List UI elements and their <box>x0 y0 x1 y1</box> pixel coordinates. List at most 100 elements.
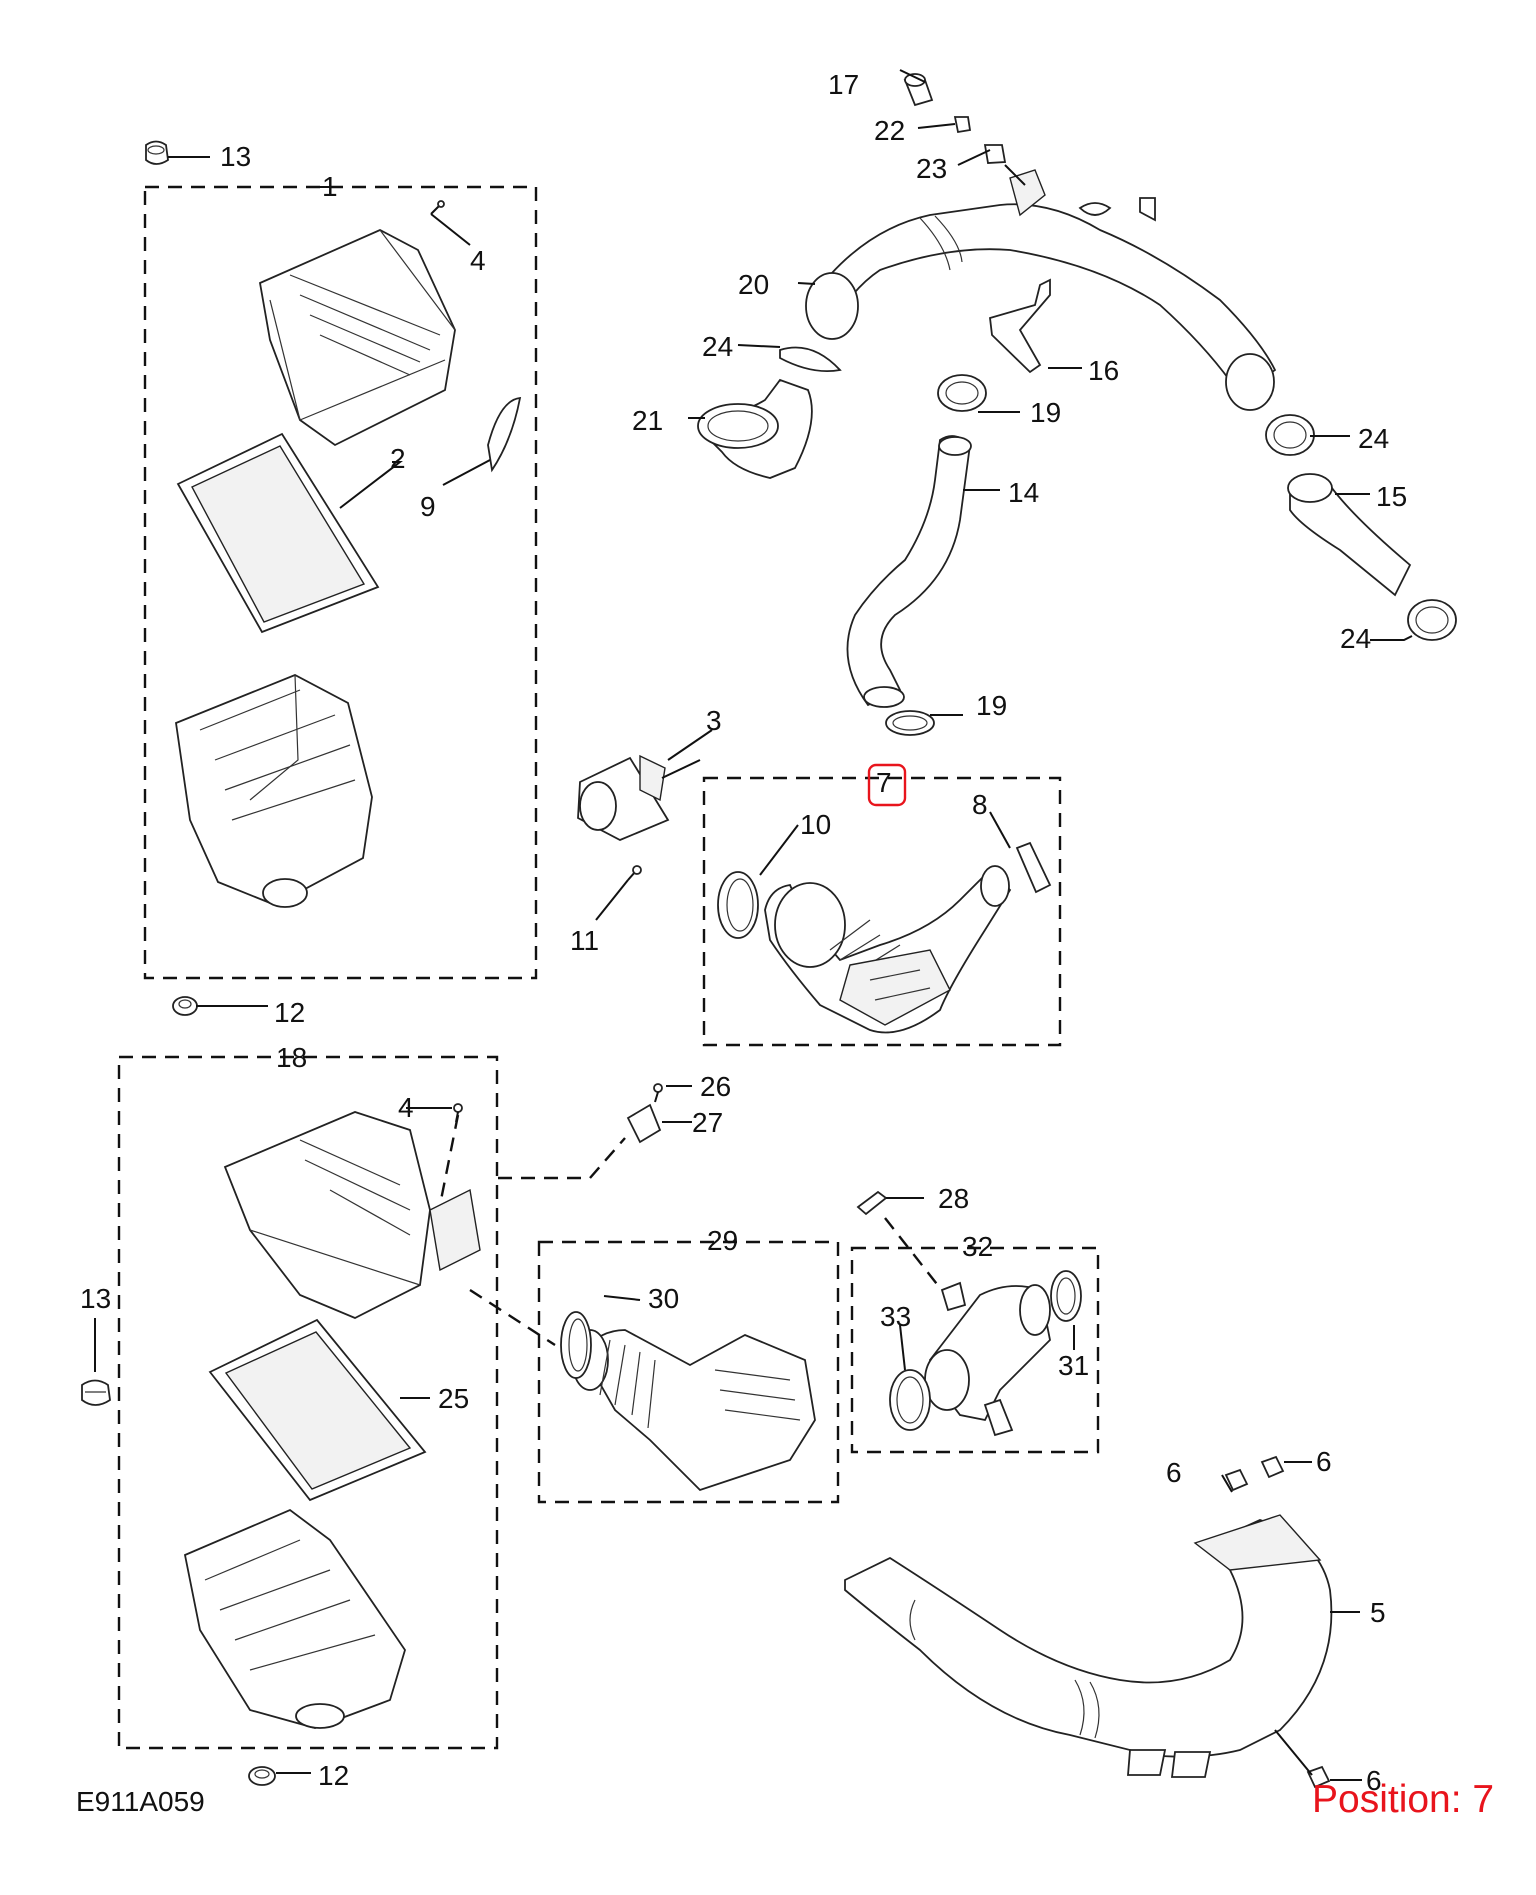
group-box-7 <box>702 776 1062 1047</box>
grommet-23 <box>983 144 1007 164</box>
callout-10: 10 <box>800 809 831 840</box>
filter-element-25 <box>208 1318 427 1502</box>
callout-29: 29 <box>707 1225 738 1256</box>
callout-5: 5 <box>1370 1597 1386 1628</box>
callout-20: 20 <box>738 269 769 300</box>
hose-14 <box>846 435 972 708</box>
callout-6: 6 <box>1166 1457 1182 1488</box>
callout-6: 6 <box>1366 1765 1382 1796</box>
intake-duct-29 <box>571 1329 816 1492</box>
clamp-33 <box>889 1369 931 1431</box>
grommet-13-left <box>81 1379 111 1406</box>
clamp-10 <box>717 871 759 939</box>
screw-11 <box>627 865 642 881</box>
sensor-27 <box>626 1103 662 1144</box>
connector-line <box>498 1137 626 1180</box>
seal-9 <box>487 396 522 473</box>
callout-24: 24 <box>1340 623 1371 654</box>
callout-27: 27 <box>692 1107 723 1138</box>
callout-30: 30 <box>648 1283 679 1314</box>
screw-4-top <box>430 200 445 215</box>
connector-line <box>884 1217 941 1289</box>
nut-6-a <box>1224 1468 1249 1492</box>
callout-2: 2 <box>390 443 406 474</box>
callout-31: 31 <box>1058 1350 1089 1381</box>
callout-23: 23 <box>916 153 947 184</box>
callout-13: 13 <box>220 141 251 172</box>
clamp-24-a <box>779 346 842 373</box>
clamp-31 <box>1050 1270 1082 1322</box>
air-intake-duct-5 <box>844 1514 1333 1778</box>
grommet-13-top <box>145 140 169 165</box>
clamp-19-top <box>937 374 987 412</box>
callout-19: 19 <box>976 690 1007 721</box>
screw-4-bottom <box>453 1103 463 1123</box>
position-label: Position: 7 <box>1312 1778 1495 1821</box>
callout-6: 6 <box>1316 1446 1332 1477</box>
callout-28: 28 <box>938 1183 969 1214</box>
callout-4: 4 <box>470 245 486 276</box>
callout-3: 3 <box>706 705 722 736</box>
air-filter-lid-1 <box>258 229 456 447</box>
callout-26: 26 <box>700 1071 731 1102</box>
screw-26 <box>653 1083 663 1103</box>
callout-33: 33 <box>880 1301 911 1332</box>
bolt-17 <box>903 73 934 107</box>
air-filter-lid-18 <box>223 1111 481 1319</box>
leader-lines <box>94 69 1413 1781</box>
callout-15: 15 <box>1376 481 1407 512</box>
callout-12: 12 <box>318 1760 349 1791</box>
group-box-29 <box>537 1240 840 1504</box>
callout-17: 17 <box>828 69 859 100</box>
mass-airflow-sensor-3 <box>577 754 670 841</box>
callout-16: 16 <box>1088 355 1119 386</box>
air-box-lower-18 <box>183 1508 406 1729</box>
nut-6-c <box>1306 1765 1331 1789</box>
spacer-22 <box>953 116 972 134</box>
leader-line <box>1004 164 1026 186</box>
callout-13: 13 <box>80 1283 111 1314</box>
clamp-24-c <box>1407 599 1457 641</box>
clip-8 <box>1015 841 1052 894</box>
air-box-lower-1 <box>175 674 373 908</box>
callout-9: 9 <box>420 491 436 522</box>
group-box-18 <box>117 1055 499 1750</box>
callout-25: 25 <box>438 1383 469 1414</box>
elbow-21 <box>697 378 813 479</box>
callout-24: 24 <box>702 331 733 362</box>
callout-8: 8 <box>972 789 988 820</box>
clamp-19-bottom <box>885 710 935 736</box>
air-intake-tube-20 <box>805 169 1277 411</box>
position-highlight <box>867 763 907 807</box>
intake-duct-assembly-7 <box>764 865 1012 1034</box>
clamp-24-b <box>1265 414 1315 456</box>
throttle-adaptor-32 <box>924 1281 1051 1437</box>
callout-7: 7 <box>876 767 892 798</box>
callout-19: 19 <box>1030 397 1061 428</box>
grommet-12-mid <box>172 996 198 1016</box>
callout-21: 21 <box>632 405 663 436</box>
connector-line <box>469 1288 556 1347</box>
group-box-32 <box>850 1246 1100 1454</box>
grommet-12-bottom <box>248 1766 276 1786</box>
tube-15 <box>1287 473 1412 597</box>
diagram-code: E911A059 <box>76 1786 205 1817</box>
bracket-16 <box>989 278 1051 374</box>
nut-6-b <box>1260 1455 1285 1479</box>
callout-22: 22 <box>874 115 905 146</box>
connector-line <box>438 1114 460 1206</box>
callout-4: 4 <box>398 1092 414 1123</box>
filter-element-2 <box>176 432 380 634</box>
callout-24: 24 <box>1358 423 1389 454</box>
callout-12: 12 <box>274 997 305 1028</box>
callout-1: 1 <box>322 171 338 202</box>
callout-32: 32 <box>962 1231 993 1262</box>
callout-14: 14 <box>1008 477 1039 508</box>
clamp-30 <box>560 1311 592 1379</box>
callout-numbers: 13 1 4 2 9 12 3 11 10 8 7 17 22 23 20 24… <box>80 69 1407 1796</box>
callout-18: 18 <box>276 1042 307 1073</box>
callout-11: 11 <box>570 925 599 956</box>
clip-28 <box>856 1190 888 1216</box>
group-box-1 <box>143 185 538 980</box>
